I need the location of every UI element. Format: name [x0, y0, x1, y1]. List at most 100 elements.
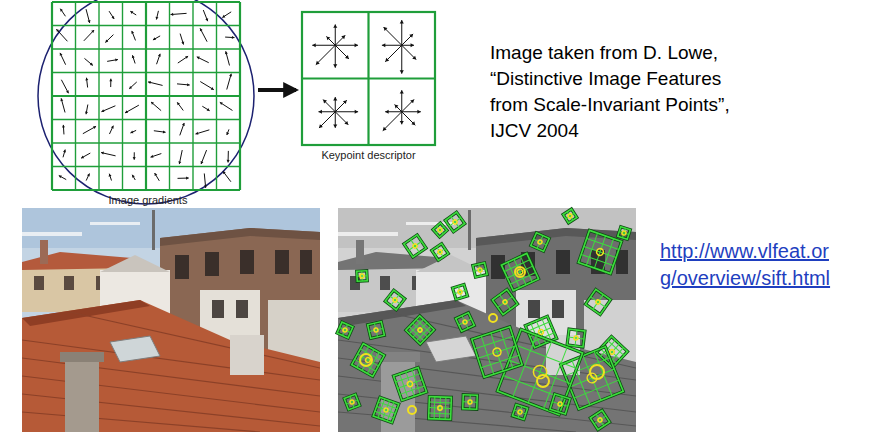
- keypoint-grid: [574, 380, 619, 398]
- keypoint-grid: [459, 319, 472, 325]
- gradient-arrow: [180, 34, 183, 45]
- keypoint-frame: [512, 404, 527, 419]
- sift-keypoint: [337, 322, 353, 338]
- arrow-head: [60, 98, 63, 101]
- keypoint-shadow: [373, 397, 399, 423]
- histogram-arrow: [312, 45, 335, 46]
- gradient-arrow: [132, 31, 136, 41]
- gradient-arrow: [155, 173, 160, 181]
- arrow-head: [155, 17, 158, 20]
- gradient-arrow: [203, 10, 207, 21]
- gradient-arrow: [63, 150, 65, 158]
- arrow-head: [129, 86, 132, 89]
- keypoint-grid: [584, 246, 616, 257]
- gradient-arrow: [225, 37, 234, 39]
- arrow-head: [182, 123, 185, 126]
- gradient-arrow: [157, 54, 161, 64]
- arrow-head: [163, 130, 166, 133]
- arrow-head: [133, 157, 136, 160]
- arrow-head: [382, 43, 385, 47]
- sift-keypoint: [531, 233, 549, 251]
- gradient-arrow: [109, 11, 114, 19]
- gradient-arrow: [61, 80, 68, 94]
- arrow-head: [227, 160, 230, 163]
- keypoint-grid: [436, 227, 443, 234]
- arrow-head: [130, 131, 133, 134]
- arrow-head: [85, 111, 88, 114]
- keypoint-shadow: [512, 404, 527, 419]
- keypoint-center: [492, 347, 502, 357]
- gradient-arrow: [156, 11, 158, 20]
- grid-line: [52, 166, 240, 167]
- arrow-head: [333, 97, 337, 100]
- gradient-arrow: [101, 153, 116, 156]
- arrow-head: [151, 155, 154, 158]
- svg-shape: [338, 208, 636, 432]
- arrow-head: [155, 173, 158, 176]
- keypoint-shadow: [550, 394, 570, 414]
- keypoint-grid: [357, 275, 367, 277]
- arrow-head: [130, 11, 133, 14]
- gradient-arrow: [84, 30, 94, 41]
- arrow-head: [384, 27, 388, 31]
- arrow-head: [201, 161, 204, 164]
- gradient-arrow: [59, 176, 66, 180]
- keypoint-shadow: [618, 227, 631, 240]
- sift-keypoint: [357, 271, 368, 282]
- histogram-arrow: [335, 100, 347, 112]
- gradient-arrow: [125, 105, 139, 113]
- keypoint-frame: [453, 285, 468, 300]
- keypoint-shadow: [531, 233, 549, 251]
- sift-keypoint: [406, 316, 434, 344]
- histogram-arrow: [401, 45, 402, 73]
- keypoint-grid: [498, 297, 513, 308]
- keypoint-grid: [369, 328, 383, 331]
- histogram-arrow: [335, 45, 349, 59]
- keypoint-grid: [510, 272, 535, 284]
- arrow-head: [131, 31, 134, 34]
- gradient-arrow: [81, 153, 90, 158]
- keypoint-grid: [412, 370, 420, 395]
- keypoint-grid: [429, 413, 451, 415]
- arrow-head: [158, 54, 161, 57]
- arrow-head: [316, 61, 320, 65]
- arrow-head: [181, 42, 184, 45]
- keypoint-center: [437, 227, 443, 233]
- arrow-head: [151, 102, 154, 105]
- keypoint-center: [516, 268, 523, 275]
- keypoint-center: [349, 399, 354, 404]
- arrow-head: [101, 152, 104, 155]
- gradient-arrow: [105, 35, 113, 43]
- arrow-head: [62, 125, 65, 128]
- keypoint-grid: [375, 411, 394, 418]
- sift-keypoint: [618, 227, 631, 240]
- histogram-arrow: [316, 45, 335, 64]
- gradient-arrow: [63, 125, 65, 135]
- arrow-head: [111, 16, 114, 19]
- keypoint-center: [412, 243, 418, 249]
- flow-arrow: [258, 88, 296, 92]
- keypoint-grid: [400, 386, 425, 394]
- keypoint-frame: [578, 230, 621, 273]
- keypoint-center: [574, 336, 578, 340]
- gradient-arrow: [180, 123, 184, 135]
- arrow-head: [200, 28, 203, 31]
- sift-keypoint: [578, 230, 621, 273]
- gradient-arrow: [228, 151, 229, 163]
- keypoint-center: [458, 290, 463, 295]
- keypoint-center: [360, 274, 364, 278]
- keypoint-shadow: [497, 329, 582, 414]
- keypoint-grid: [449, 218, 460, 226]
- keypoint-grid: [594, 416, 606, 424]
- keypoint-grid: [619, 231, 629, 234]
- keypoint-grid: [413, 323, 427, 337]
- arrow-head: [93, 126, 96, 129]
- keypoint-center: [502, 299, 508, 305]
- arrow-head: [60, 53, 63, 56]
- gradient-arrow: [178, 178, 189, 179]
- arrow-head: [207, 108, 210, 111]
- keypoint-shadow: [337, 322, 353, 338]
- keypoint-frame: [344, 394, 360, 410]
- sift-keypoint: [368, 322, 385, 339]
- gradient-arrow: [110, 79, 111, 87]
